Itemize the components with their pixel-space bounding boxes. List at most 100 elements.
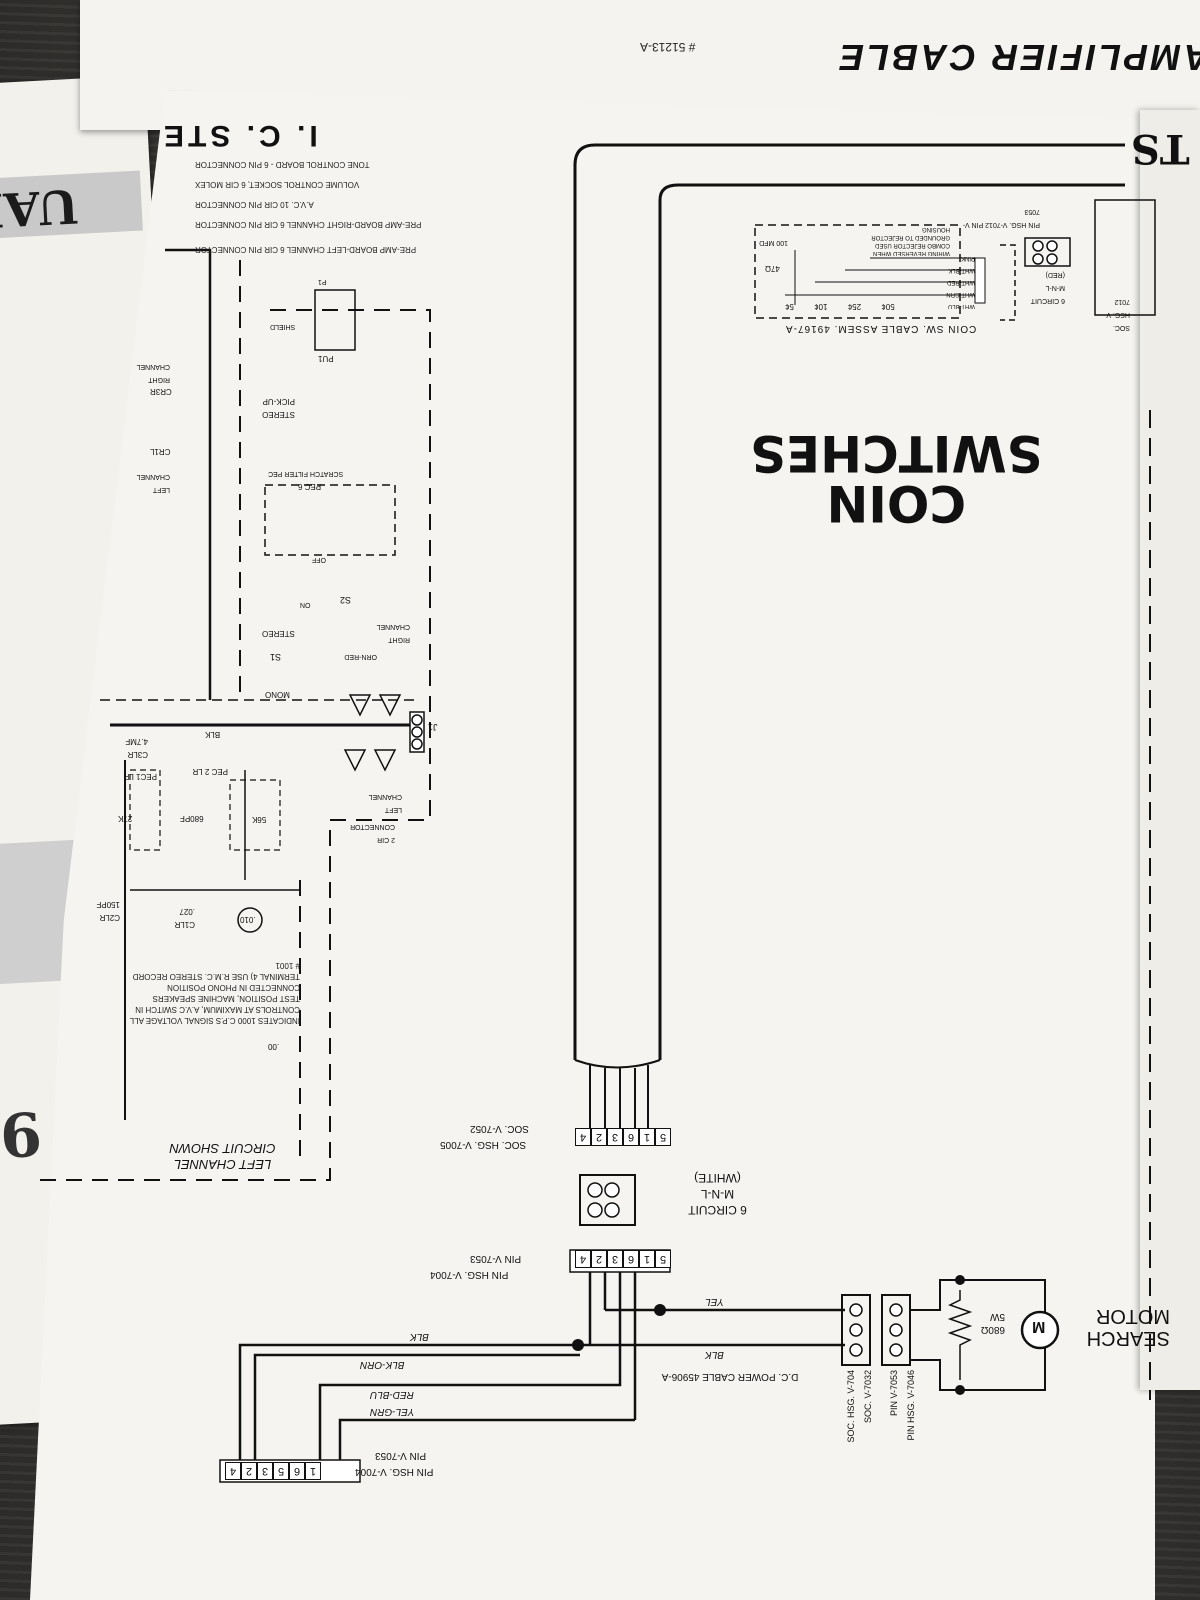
pec1-label: PEC1 LR	[123, 772, 157, 781]
test-point-010	[237, 907, 263, 933]
socket-pin	[889, 1323, 903, 1337]
blk-wire-label: BLK	[410, 1331, 429, 1342]
coin-socket-pin	[1046, 253, 1058, 265]
coin-socket-pin	[1032, 253, 1044, 265]
on-label: ON	[300, 601, 311, 608]
pin-hsg-v7046-label: PIN HSG. V-7046	[906, 1370, 916, 1441]
legend-preamp-right: PRE-AMP BOARD-RIGHT CHANNEL 6 CIR PIN CO…	[195, 220, 422, 229]
blk-orn-wire-label: BLK-ORN	[360, 1359, 405, 1370]
triangle-marker	[348, 694, 372, 717]
c2lr-label: C2LR 150PF	[96, 900, 120, 922]
mnl-white-label: 6 CIRCUIT M-N-L (WHITE)	[688, 1171, 747, 1217]
pin-number: 5	[655, 1250, 671, 1268]
power-socket-v7032	[841, 1294, 871, 1366]
socket-pin	[849, 1303, 863, 1317]
coin-title-line1: COIN	[826, 474, 967, 532]
left-solid-rail	[165, 248, 212, 700]
coin-note: WIRING REVERSED WHEN COMBO REJECTOR USED…	[871, 226, 950, 256]
stereo-pickup-label: STEREO PICK-UP	[262, 397, 295, 419]
junction-dot	[572, 1339, 584, 1351]
pin-number: 2	[591, 1128, 607, 1146]
socket-pin	[889, 1303, 903, 1317]
j1-label: J1	[428, 722, 438, 732]
pin-number: 6	[623, 1250, 639, 1268]
coin-value: 5¢	[785, 302, 794, 311]
pin-number: 4	[575, 1128, 591, 1146]
pin-number: 1	[305, 1462, 321, 1480]
legend-preamp-left: PRE-AMP BOARD-LEFT CHANNEL 6 CIR PIN CON…	[195, 245, 417, 254]
motor-resistor	[947, 1290, 973, 1380]
coin-values: 50¢ 25¢ 10¢ 5¢	[785, 300, 895, 313]
page-header: I. C. STE	[160, 119, 318, 152]
mnl-white-socket	[579, 1174, 636, 1226]
pec1-box	[129, 769, 161, 851]
dc-power-cable-label: D.C. POWER CABLE 45906-A	[661, 1371, 799, 1382]
pin-number: 5	[655, 1128, 671, 1146]
j1-pin	[411, 714, 423, 726]
coin-wire-label: WHT-GRN	[946, 291, 975, 297]
pin-hsg-v7046	[881, 1294, 911, 1366]
pin-number: 3	[257, 1462, 273, 1480]
pickup-box	[314, 289, 356, 351]
connector-2cir-label: 2 CIR CONNECTOR	[350, 823, 395, 843]
triangle-marker	[343, 749, 367, 772]
pinbox-middle: 5 1 6 3 2 4	[575, 1250, 671, 1268]
pec2-box	[229, 779, 281, 851]
search-motor-label: SEARCH MOTOR	[1086, 1305, 1170, 1349]
soc-v7052-label: SOC. V-7052	[470, 1123, 529, 1134]
orn-red-label: ORN-RED	[344, 653, 377, 660]
coin-cable-outer-line	[573, 143, 1125, 1060]
red-blu-wire-label: RED-BLU	[370, 1389, 414, 1400]
left-channel-label: LEFT CHANNEL	[368, 793, 402, 813]
pin-v7053b-label: PIN V-7053	[889, 1370, 899, 1417]
left-ch-rail-label: LEFT CHANNEL	[136, 473, 170, 493]
s1-label: S1	[270, 652, 282, 662]
junction-dot	[955, 1385, 965, 1395]
socket-pin	[849, 1323, 863, 1337]
pu1-label: PU1	[318, 354, 334, 363]
coin-socket-6-circuit	[1024, 237, 1071, 267]
socket-pin	[849, 1343, 863, 1357]
note-marker: .00	[268, 1042, 280, 1051]
soc-hsg-v7005-label: SOC. HSG. V-7005	[440, 1139, 527, 1150]
cr3r-label: CR3R	[150, 387, 172, 396]
socket-pin	[889, 1343, 903, 1357]
right-ch-rail-label: RIGHT CHANNEL	[136, 363, 170, 383]
cr1l-label: CR1L	[150, 447, 171, 456]
left-outer-dashed-border	[40, 309, 431, 1181]
coin-switch-box	[754, 224, 961, 319]
yel-wire-label: YEL	[705, 1296, 724, 1307]
mono-label: MONO	[265, 690, 290, 699]
motor-symbol	[1020, 1310, 1060, 1350]
j1-pin	[411, 738, 423, 750]
coin-value: 50¢	[881, 302, 895, 311]
r27k-label: 27K	[118, 814, 133, 823]
bottom-pin-label: PIN V-7053	[375, 1450, 427, 1461]
mnl-pin	[604, 1182, 620, 1198]
main-schematic-sheet	[30, 90, 1155, 1600]
soc-hsg-right-label: SOC. HSG. V-7012	[1104, 298, 1130, 331]
soc-hsg-v704-label: SOC. HSG. V-704	[846, 1370, 856, 1443]
coin-cable-inner-line	[658, 183, 1125, 1060]
yel-grn-wire	[338, 1418, 635, 1475]
test-point-label: .010	[240, 915, 256, 924]
coin-cable-assem-label: COIN SW. CABLE ASSEM. 49167-A	[785, 323, 977, 334]
coin-capacitor-label: 100 MFD	[759, 239, 788, 246]
pin-number: 6	[623, 1128, 639, 1146]
bottom-pin-hsg-label: PIN HSG. V-7004	[355, 1466, 434, 1477]
blk-wire-label-right: BLK	[705, 1349, 724, 1360]
legend-avc: A.V.C. 10 CIR PIN CONNECTOR	[195, 200, 314, 209]
p1-label: P1	[318, 278, 327, 285]
c3lr-label: C3LR 4.7MF	[125, 737, 148, 759]
legend-volume-control: VOLUME CONTROL SOCKET, 6 CIR MOLEX	[195, 180, 360, 189]
pin-number: 3	[607, 1128, 623, 1146]
coin-pin-hsg-label: PIN HSG. V-7012 PIN V-7053	[962, 208, 1040, 228]
triangle-marker	[373, 749, 397, 772]
coin-cable-end	[574, 1059, 661, 1069]
pin-number: 1	[639, 1250, 655, 1268]
coin-resistor-label: 47Ω	[765, 264, 780, 273]
pin-number: 5	[273, 1462, 289, 1480]
coin-value: 25¢	[847, 302, 862, 311]
off-label: OFF	[312, 556, 326, 563]
blk-bus-label: BLK	[205, 730, 221, 739]
